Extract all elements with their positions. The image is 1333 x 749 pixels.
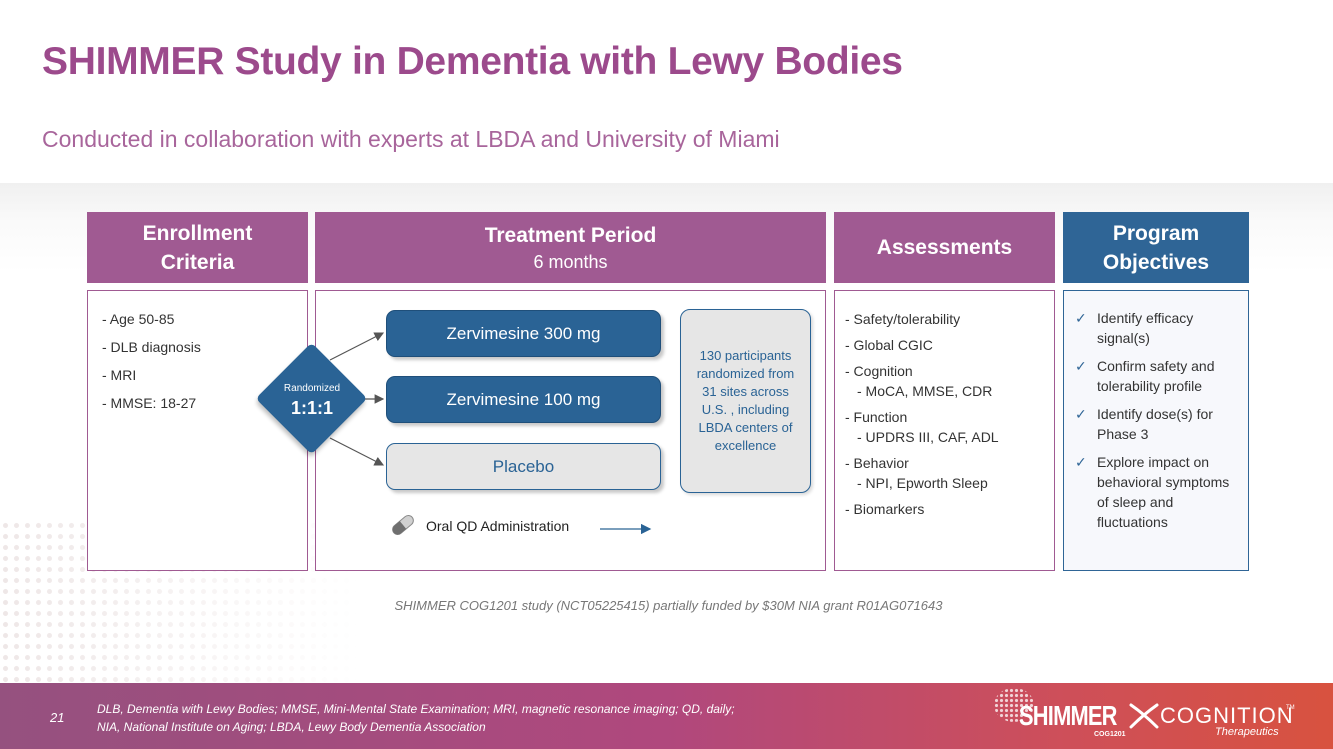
assessment-label: - Behavior bbox=[845, 455, 909, 471]
assessment-label: - Cognition bbox=[845, 363, 913, 379]
list-item: - MRI bbox=[102, 367, 137, 383]
arm-placebo: Placebo bbox=[386, 443, 661, 490]
assessments-panel: - Safety/tolerability - Global CGIC - Co… bbox=[834, 290, 1055, 571]
abbreviations-line2: NIA, National Institute on Aging; LBDA, … bbox=[97, 720, 486, 734]
objectives-title-line2: Objectives bbox=[1102, 250, 1210, 274]
checkmark-icon: ✓ bbox=[1075, 310, 1087, 326]
checkmark-icon: ✓ bbox=[1075, 454, 1087, 470]
treatment-header: Treatment Period 6 months bbox=[315, 212, 826, 283]
list-item: ✓ Confirm safety and tolerability profile bbox=[1075, 356, 1240, 396]
assessments-list: - Safety/tolerability - Global CGIC - Co… bbox=[845, 309, 1054, 519]
assessment-label: - Safety/tolerability bbox=[845, 311, 961, 327]
page-subtitle: Conducted in collaboration with experts … bbox=[42, 126, 780, 152]
assessments-header: Assessments bbox=[834, 212, 1055, 283]
cognition-x-icon bbox=[1129, 703, 1159, 729]
assessments-title: Assessments bbox=[876, 236, 1013, 259]
shimmer-logo-dots bbox=[994, 688, 1034, 722]
objective-text: Identify dose(s) for Phase 3 bbox=[1097, 406, 1213, 442]
randomization-ratio: 1:1:1 bbox=[290, 398, 334, 418]
assessment-sub: - MoCA, MMSE, CDR bbox=[857, 383, 993, 399]
list-item: - DLB diagnosis bbox=[102, 339, 201, 355]
cognition-trademark: TM bbox=[1286, 705, 1295, 711]
list-item: - MMSE: 18-27 bbox=[102, 395, 197, 411]
footer-bar bbox=[0, 683, 1333, 749]
objective-text: Confirm safety and tolerability profile bbox=[1097, 358, 1215, 394]
objective-text: Identify efficacy signal(s) bbox=[1097, 310, 1194, 346]
treatment-duration: 6 months bbox=[533, 252, 608, 272]
list-item: - Behavior - NPI, Epworth Sleep bbox=[845, 453, 1054, 493]
page-number: 21 bbox=[50, 710, 65, 725]
checkmark-icon: ✓ bbox=[1075, 358, 1087, 374]
enrollment-header: Enrollment Criteria bbox=[87, 212, 308, 283]
randomization-label: Randomized 1:1:1 bbox=[262, 382, 362, 420]
assessment-label: - Function bbox=[845, 409, 908, 425]
list-item: ✓ Identify dose(s) for Phase 3 bbox=[1075, 404, 1240, 444]
list-item: - Safety/tolerability bbox=[845, 309, 1054, 329]
cognition-therapeutics: Therapeutics bbox=[1215, 726, 1279, 738]
abbreviations-line1: DLB, Dementia with Lewy Bodies; MMSE, Mi… bbox=[97, 702, 735, 716]
assessment-sub: - UPDRS III, CAF, ADL bbox=[857, 429, 999, 445]
arm-zervimesine-100: Zervimesine 100 mg bbox=[386, 376, 661, 423]
enrollment-list: - Age 50-85 - DLB diagnosis - MRI - MMSE… bbox=[102, 309, 307, 413]
cognition-logo: COGNITION bbox=[1160, 703, 1294, 728]
shimmer-logo-cog: COG1201 bbox=[1094, 731, 1126, 738]
objectives-header: Program Objectives bbox=[1063, 212, 1249, 283]
participants-box: 130 participants randomized from 31 site… bbox=[680, 309, 811, 493]
administration-label: Oral QD Administration bbox=[426, 518, 570, 534]
abbreviations: DLB, Dementia with Lewy Bodies; MMSE, Mi… bbox=[97, 700, 735, 736]
participants-text: 130 participants randomized from 31 site… bbox=[696, 348, 795, 453]
enrollment-title-line2: Criteria bbox=[160, 250, 235, 274]
list-item: - Function - UPDRS III, CAF, ADL bbox=[845, 407, 1054, 447]
randomized-text: Randomized bbox=[283, 383, 341, 394]
list-item: - Global CGIC bbox=[845, 335, 1054, 355]
treatment-title: Treatment Period bbox=[484, 224, 657, 247]
assessment-sub: - NPI, Epworth Sleep bbox=[857, 475, 988, 491]
checkmark-icon: ✓ bbox=[1075, 406, 1087, 422]
objectives-list: ✓ Identify efficacy signal(s) ✓ Confirm sa… bbox=[1075, 308, 1240, 532]
assessment-label: - Biomarkers bbox=[845, 501, 925, 517]
enrollment-title-line1: Enrollment bbox=[142, 221, 253, 245]
objectives-panel: ✓ Identify efficacy signal(s) ✓ Confirm sa… bbox=[1063, 290, 1249, 571]
objectives-title-line1: Program bbox=[1112, 221, 1200, 245]
funding-note: SHIMMER COG1201 study (NCT05225415) part… bbox=[394, 598, 943, 613]
list-item: - Cognition - MoCA, MMSE, CDR bbox=[845, 361, 1054, 401]
list-item: ✓ Explore impact on behavioral symptoms o… bbox=[1075, 452, 1240, 532]
list-item: - Age 50-85 bbox=[102, 311, 175, 327]
assessment-label: - Global CGIC bbox=[845, 337, 933, 353]
list-item: - Biomarkers bbox=[845, 499, 1054, 519]
page-title: SHIMMER Study in Dementia with Lewy Bodi… bbox=[42, 40, 903, 83]
shimmer-logo: SHIMMER bbox=[1019, 700, 1117, 731]
list-item: ✓ Identify efficacy signal(s) bbox=[1075, 308, 1240, 348]
arm-zervimesine-300: Zervimesine 300 mg bbox=[386, 310, 661, 357]
pill-icon bbox=[392, 515, 414, 535]
objective-text: Explore impact on behavioral symptoms of… bbox=[1097, 454, 1230, 530]
